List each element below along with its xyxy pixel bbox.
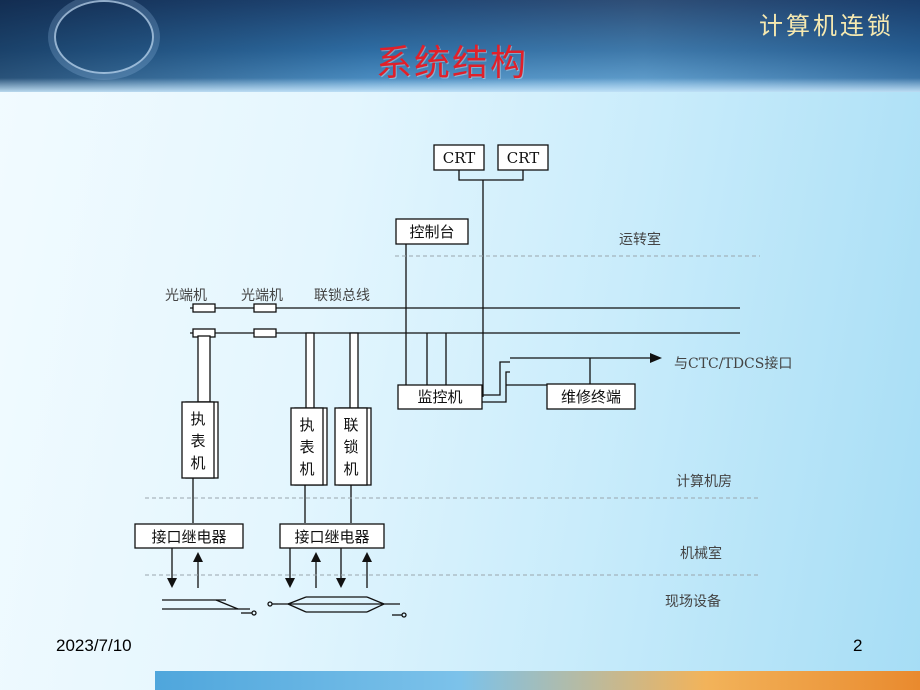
ctc-interface-label: 与CTC/TDCS接口 [674,355,792,372]
relay-box-left [134,523,244,549]
maintenance-terminal-label: 维修终端 [561,388,621,406]
monitor-link-b [482,371,510,403]
slide-title: 系统结构 [376,43,529,84]
arrow-head-r1 [285,578,295,588]
arrow-head-r4 [362,552,372,562]
interlock-box [334,407,368,486]
optical-right-connector-lower [253,328,277,338]
track-right-switch-d [366,603,385,613]
arrow-head-r2 [311,552,321,562]
exec-right-char-1: 执 [299,416,314,434]
footer-page-number: 2 [853,636,863,655]
crt-connector [458,170,524,181]
monitor-machine-label: 监控机 [417,388,462,406]
arrow-head-l2 [193,552,203,562]
arrow-head-l1 [167,578,177,588]
optical-right-connector-upper [253,303,277,313]
relay-box-right [279,523,385,549]
interlock-char-3: 机 [343,460,358,478]
room-field-label: 现场设备 [665,593,721,610]
left-column-cable [197,335,211,403]
track-right-signal-left-icon [267,601,273,607]
exec-right-char-3: 机 [299,460,314,478]
exec-left-char-1: 执 [190,410,205,428]
exec-right-char-2: 表 [299,438,314,456]
crt-box-left [433,144,485,171]
crt-right-label: CRT [507,149,540,167]
right-exec-cable [305,332,315,410]
room-operations-label: 运转室 [619,231,661,248]
crt-box-right [497,144,549,171]
exec-left-char-2: 表 [190,432,205,450]
track-right-signal-right-icon [401,612,407,618]
control-console-box [395,218,469,245]
track-right-switch-b [287,603,307,613]
interlock-bus-label: 联锁总线 [314,288,370,304]
monitor-link-a [482,361,510,396]
optical-right-label: 光端机 [241,288,283,304]
optical-left-connector-upper [192,303,216,313]
exec-left-char-3: 机 [190,454,205,472]
maintenance-terminal-box [546,383,636,410]
track-right-switch-a [287,596,307,605]
interlock-char-2: 锁 [343,438,358,456]
room-computer-label: 计算机房 [676,474,732,490]
header-banner [0,0,920,92]
relay-left-label: 接口继电器 [151,528,226,546]
tunnel-logo-icon [54,0,154,74]
ctc-arrow-head [650,353,662,363]
footer-band [155,671,920,690]
room-machinery-label: 机械室 [680,545,722,562]
footer-date: 2023/7/10 [56,636,132,655]
relay-right-label: 接口继电器 [294,528,369,546]
track-right-switch-c [366,596,385,605]
arrow-head-r3 [336,578,346,588]
track-left-switch [215,599,239,610]
control-console-label: 控制台 [409,223,454,241]
optical-left-label: 光端机 [165,288,207,304]
interlock-cable [349,332,359,410]
monitor-machine-box [397,384,483,410]
interlock-char-1: 联 [343,416,358,434]
right-exec-box [290,407,324,486]
left-exec-box [181,401,215,479]
app-title: 计算机连锁 [759,12,894,40]
track-left-signal-icon [251,610,257,616]
header-shine [0,78,920,92]
crt-left-label: CRT [443,149,476,167]
